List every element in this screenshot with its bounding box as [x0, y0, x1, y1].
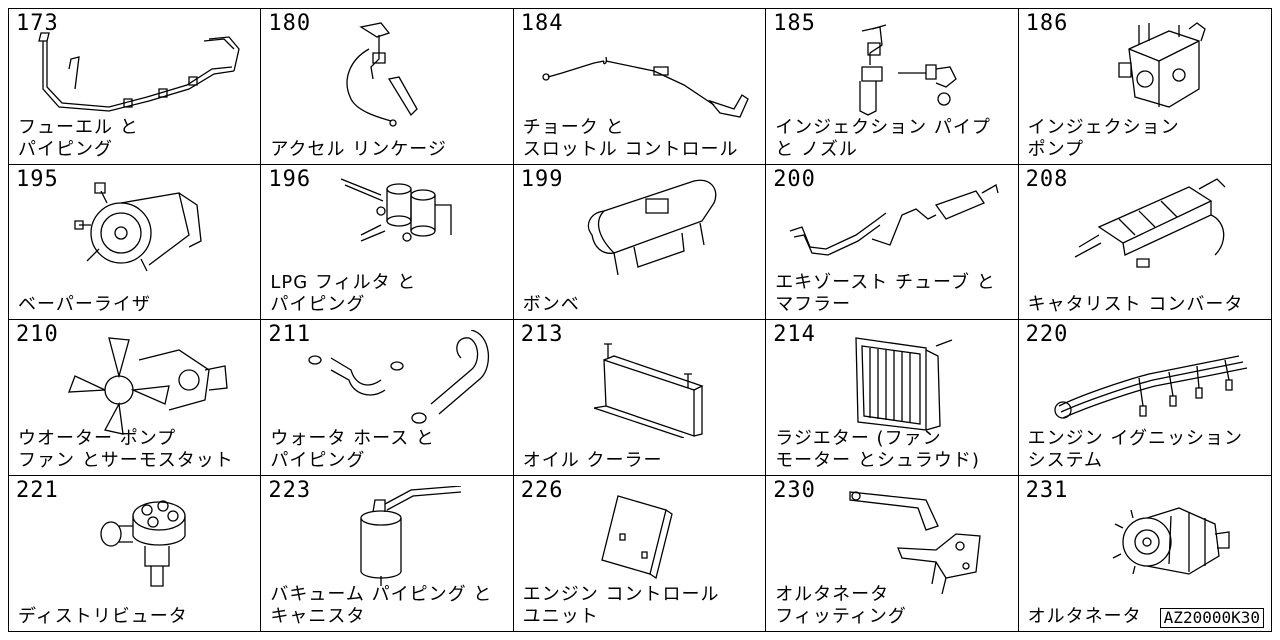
category-label: LPG フィルタ とパイピング: [270, 272, 417, 315]
ignition-wires-icon: [1039, 330, 1254, 438]
injection-pump-icon: [1039, 19, 1254, 127]
vaporizer-icon: [29, 175, 244, 283]
category-label: エンジン コントロールユニット: [522, 584, 720, 627]
category-number: 208: [1025, 166, 1069, 192]
category-number: 184: [520, 11, 564, 36]
category-number: 186: [1025, 11, 1069, 36]
category-label: インジェクション パイプと ノズル: [775, 116, 991, 160]
category-cell-186[interactable]: 186 インジェクションポンプ: [1018, 9, 1271, 165]
category-cell-200[interactable]: 200 エキゾースト チューブ とマフラー: [766, 164, 1019, 320]
category-number: 223: [268, 477, 312, 503]
accelerator-linkage-icon: [281, 19, 496, 127]
category-label: エンジン イグニッションシステム: [1027, 427, 1243, 471]
category-label: ラジエター (ファンモーター とシュラウド): [775, 427, 980, 471]
category-cell-211[interactable]: 211 ウォータ ホース とパイピング: [261, 320, 514, 476]
category-label: オルタネータ: [1027, 606, 1142, 627]
catalytic-converter-icon: [1039, 175, 1254, 283]
category-cell-221[interactable]: 221 ディストリビュータ: [9, 475, 262, 631]
category-number: 214: [773, 322, 816, 347]
category-cell-185[interactable]: 185 インジェクション パイプと ノズル: [766, 9, 1019, 165]
category-number: 221: [16, 477, 59, 503]
category-cell-173[interactable]: 173 フューエル とパイピング: [9, 9, 262, 165]
category-cell-230[interactable]: 230 オルタネータフィッティング: [766, 475, 1019, 631]
exhaust-muffler-icon: [786, 175, 1001, 283]
parts-grid: 173 フューエル とパイピング 180: [8, 8, 1272, 632]
category-cell-180[interactable]: 180 アクセル リンケージ: [261, 9, 514, 165]
injection-pipe-nozzle-icon: [786, 19, 1001, 127]
water-hose-icon: [281, 330, 496, 438]
category-cell-214[interactable]: 214 ラジエター (ファンモーター とシュラウド): [766, 320, 1019, 476]
category-cell-199[interactable]: 199 ボンベ: [513, 164, 767, 320]
category-number: 211: [268, 322, 312, 347]
category-label: ウオーター ポンプファン とサーモスタット: [18, 427, 234, 471]
category-cell-195[interactable]: 195 ベーパーライザ: [9, 164, 262, 320]
category-label: アクセル リンケージ: [270, 138, 447, 160]
category-number: 180: [268, 11, 312, 36]
alternator-icon: [1039, 486, 1254, 594]
radiator-icon: [786, 330, 1001, 438]
oil-cooler-icon: [534, 330, 749, 438]
category-cell-213[interactable]: 213 オイル クーラー: [513, 320, 767, 476]
category-label: フューエル とパイピング: [18, 116, 139, 160]
lpg-filter-icon: [281, 175, 496, 283]
fuel-piping-icon: [29, 19, 244, 127]
catalog-code: AZ20000K30: [1159, 608, 1264, 628]
category-cell-210[interactable]: 210 ウオーター ポンプファン とサーモスタット: [9, 320, 262, 476]
category-number: 185: [773, 11, 816, 36]
category-number: 199: [520, 166, 564, 192]
category-number: 220: [1025, 322, 1069, 347]
category-number: 231: [1025, 477, 1069, 503]
category-cell-226[interactable]: 226 エンジン コントロールユニット: [514, 475, 767, 631]
category-label: インジェクションポンプ: [1027, 116, 1180, 160]
water-pump-fan-icon: [29, 330, 244, 438]
category-label: オルタネータフィッティング: [775, 584, 907, 627]
category-label: チョーク とスロットル コントロール: [522, 116, 739, 160]
category-label: ベーパーライザ: [18, 294, 151, 315]
category-number: 226: [520, 477, 564, 503]
category-cell-196[interactable]: 196 LPG フィルタ とパイピング: [261, 164, 514, 320]
choke-cable-icon: [534, 19, 749, 127]
category-number: 195: [16, 166, 59, 192]
category-number: 196: [268, 166, 312, 192]
parts-index-sheet: 173 フューエル とパイピング 180: [8, 8, 1272, 632]
category-cell-208[interactable]: 208 キャタリスト コンバータ: [1018, 165, 1271, 320]
category-label: ディストリビュータ: [18, 606, 188, 627]
category-label: バキューム パイピング とキャニスタ: [270, 584, 493, 627]
category-cell-220[interactable]: 220 エンジン イグニッションシステム: [1018, 320, 1271, 476]
category-number: 230: [773, 477, 816, 503]
category-cell-223[interactable]: 223 バキューム パイピング とキャニスタ: [261, 475, 514, 631]
category-number: 173: [16, 11, 59, 36]
category-cell-184[interactable]: 184 チョーク とスロットル コントロール: [513, 9, 767, 165]
category-number: 213: [520, 322, 564, 347]
gas-cylinder-icon: [534, 175, 749, 283]
distributor-icon: [29, 486, 244, 594]
category-label: ウォータ ホース とパイピング: [270, 427, 435, 471]
category-label: オイル クーラー: [522, 449, 663, 471]
engine-control-unit-icon: [534, 486, 749, 594]
category-cell-231[interactable]: 231 オルタネータ: [1019, 476, 1271, 632]
category-label: キャタリスト コンバータ: [1027, 294, 1244, 315]
category-number: 210: [16, 322, 59, 347]
category-label: ボンベ: [522, 294, 580, 315]
category-label: エキゾースト チューブ とマフラー: [775, 272, 996, 315]
category-number: 200: [773, 166, 816, 192]
vacuum-canister-icon: [281, 486, 496, 594]
alternator-bracket-icon: [786, 486, 1001, 594]
